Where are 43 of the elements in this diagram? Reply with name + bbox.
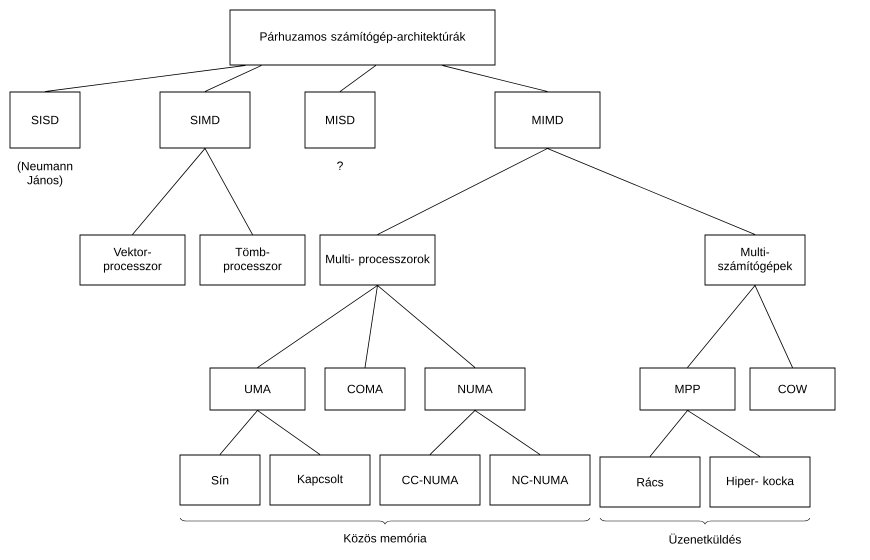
tree-box: NUMA: [424, 368, 526, 410]
note-text: (Neumann János): [18, 162, 72, 187]
tree-box: SISD: [10, 92, 80, 148]
note-text: ?: [337, 162, 343, 170]
connector-line: [754, 285, 793, 368]
tree-box: SIMD: [160, 92, 250, 148]
connector-line: [377, 148, 548, 235]
connector-line: [442, 65, 548, 92]
connector-line: [364, 285, 378, 368]
tree-box: Kapcsolt: [270, 454, 370, 506]
connector-line: [44, 65, 246, 92]
tree-box: COMA: [324, 368, 406, 410]
tree-box: Hiper- kocka: [710, 456, 810, 508]
connector-line: [257, 410, 320, 455]
connector-line: [687, 410, 760, 457]
tree-box: Vektor- processzor: [80, 234, 186, 286]
tree-box: UMA: [210, 368, 306, 410]
connector-line: [204, 148, 253, 235]
tree-box: MIMD: [494, 92, 600, 148]
connector-line: [204, 65, 262, 92]
connector-line: [430, 410, 476, 455]
group-label: Közös memória: [344, 534, 427, 542]
connector-line: [687, 285, 756, 368]
connector-line: [547, 148, 756, 235]
tree-box: NC-NUMA: [490, 454, 590, 506]
tree-box: MISD: [304, 92, 376, 148]
connector-line: [474, 410, 540, 455]
connector-line: [257, 285, 378, 368]
connector-line: [132, 148, 206, 235]
tree-box: MPP: [640, 368, 736, 410]
tree-box: Multi- processzorok: [320, 234, 436, 286]
connector-line: [377, 285, 476, 368]
tree-box: Párhuzamos számítógép-architektúrák: [230, 10, 496, 66]
tree-box: Sín: [180, 454, 260, 506]
connector-line: [650, 410, 688, 457]
connector-line: [220, 410, 258, 455]
tree-box: COW: [750, 368, 836, 410]
tree-box: Tömb- processzor: [200, 234, 306, 286]
group-label: Üzenetküldés: [670, 534, 741, 544]
tree-box: Rács: [600, 456, 700, 508]
tree-box: CC-NUMA: [380, 454, 480, 506]
connector-line: [340, 65, 376, 92]
tree-box: Multi- számítógépek: [704, 234, 806, 286]
